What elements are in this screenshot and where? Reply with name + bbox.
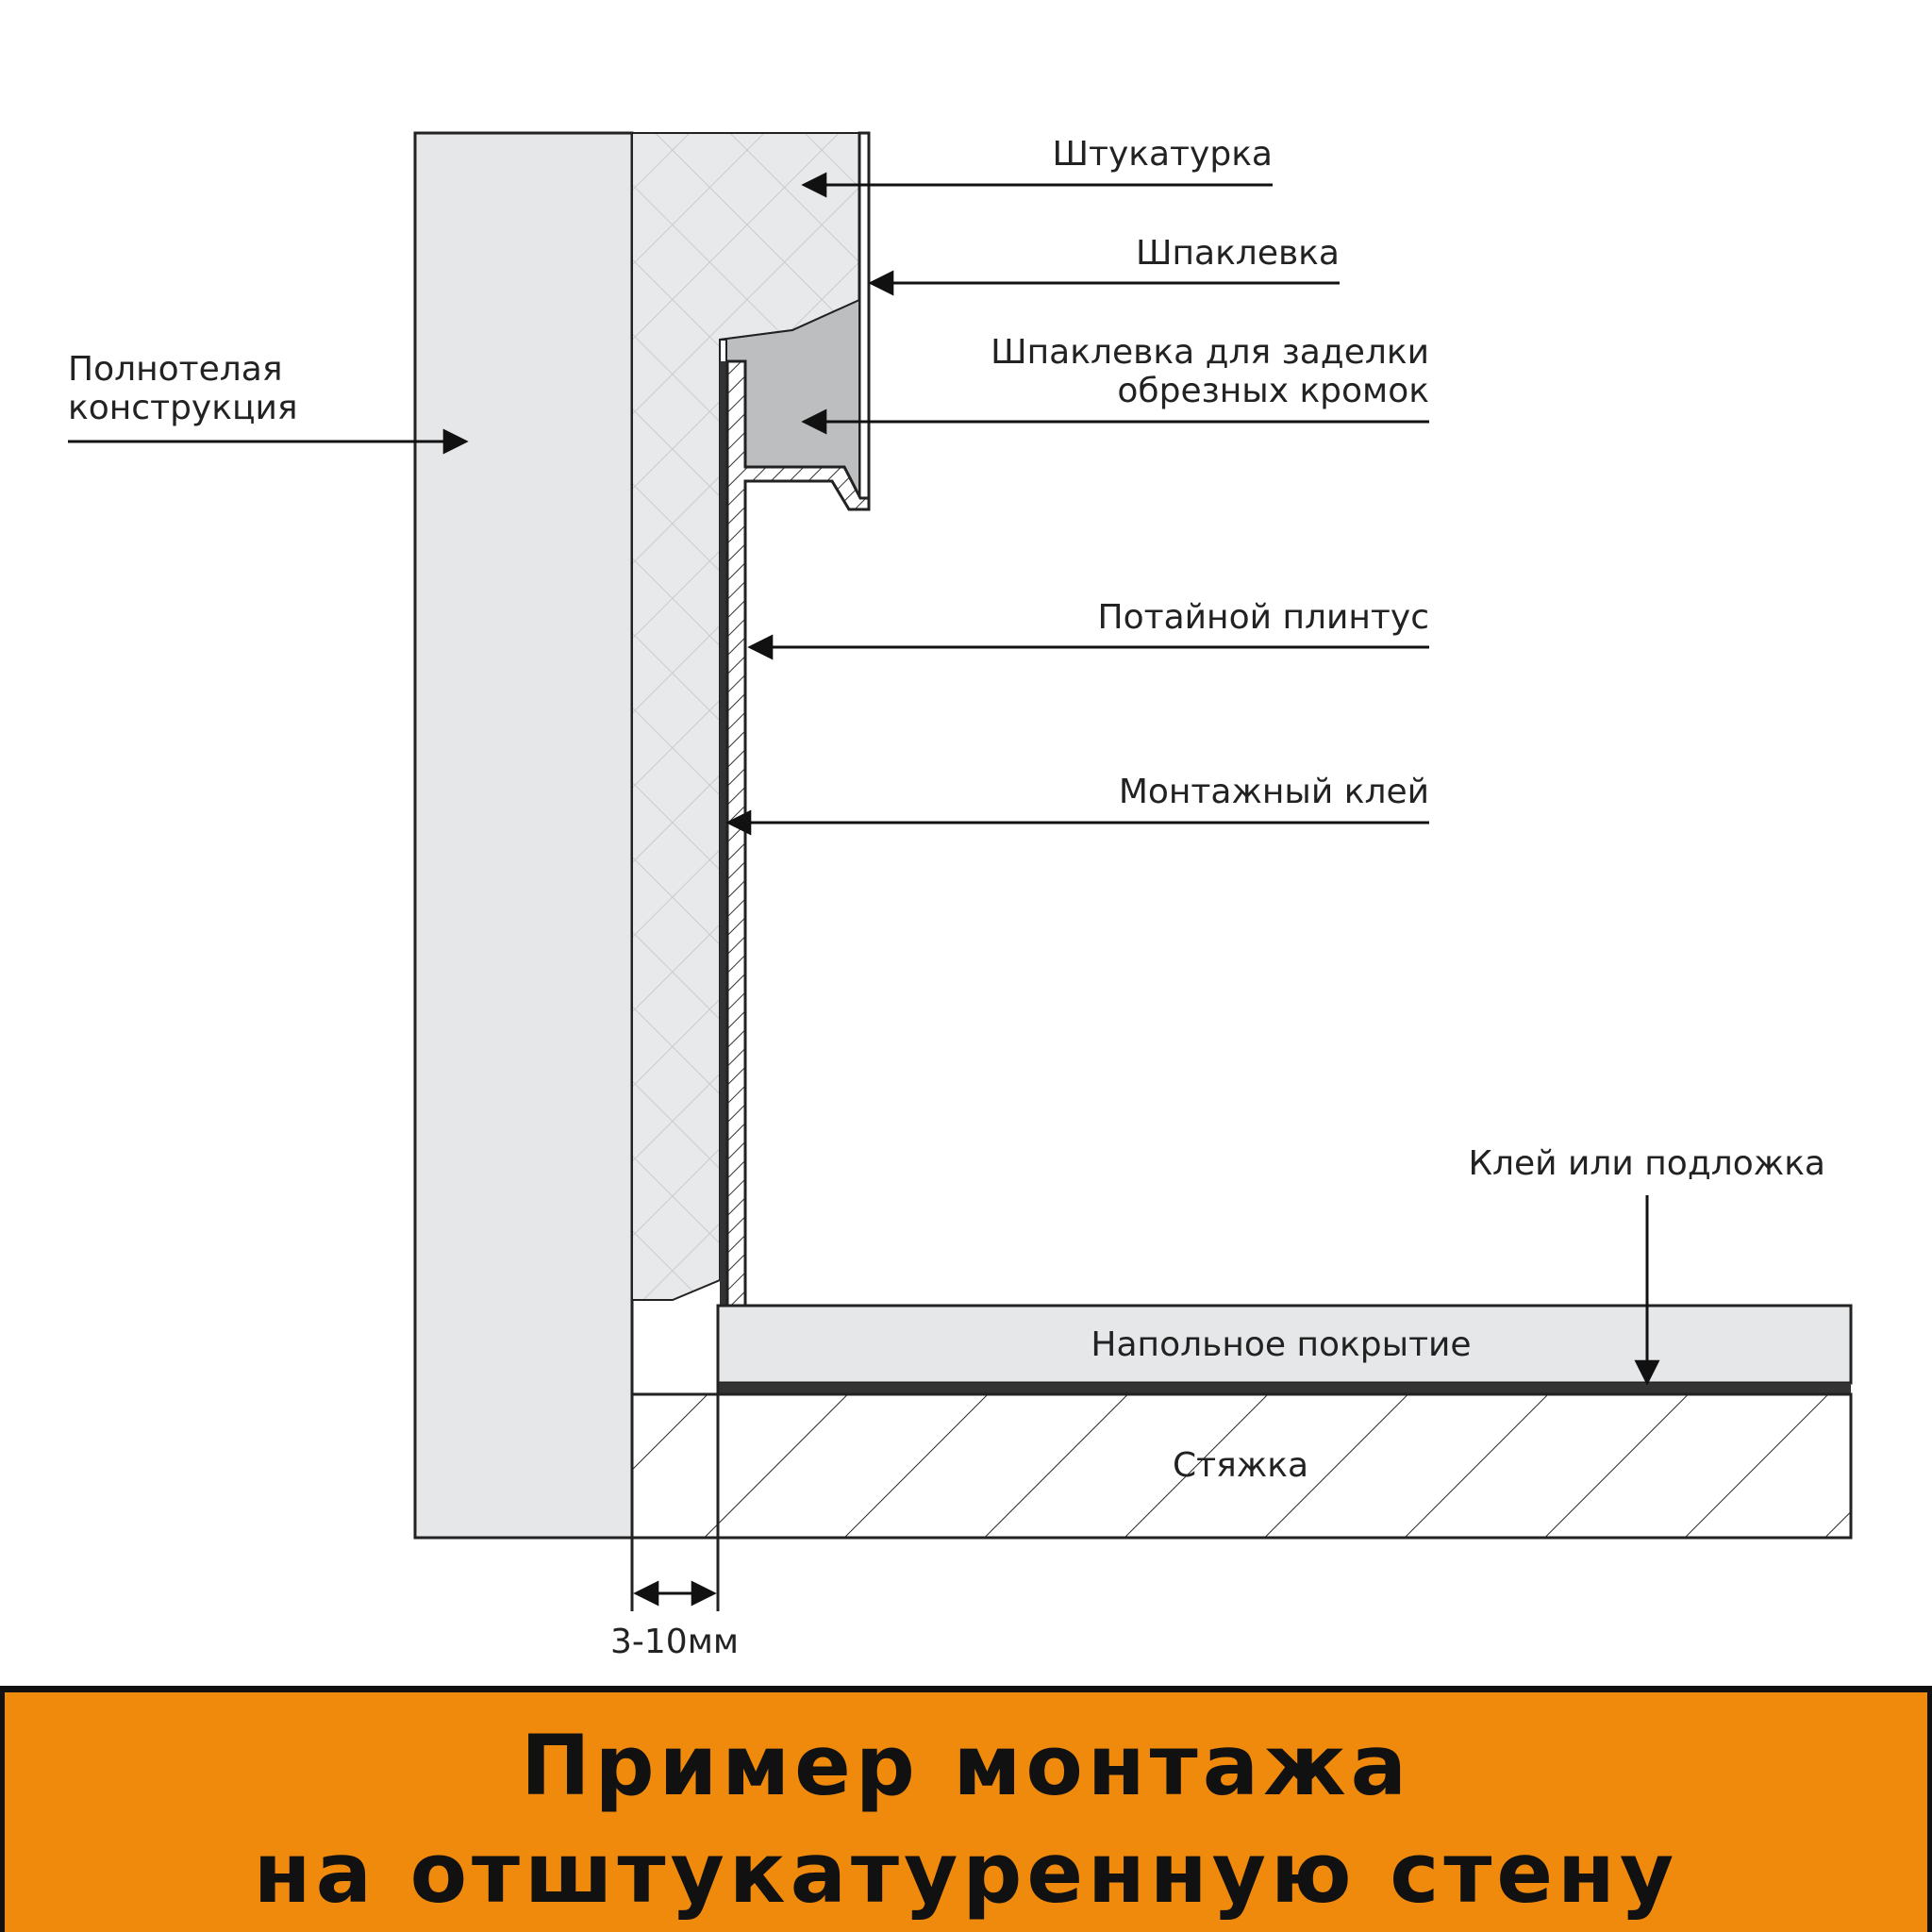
- caption-banner: Пример монтажа на отштукатуренную стену: [0, 1686, 1932, 1932]
- label-mounting-glue: Монтажный клей: [1119, 773, 1429, 811]
- gap-dimension-label: 3-10мм: [610, 1623, 739, 1661]
- label-hidden-baseboard: Потайной плинтус: [1098, 598, 1429, 637]
- label-putty: Шпаклевка: [1136, 234, 1340, 273]
- putty-layer: [858, 131, 871, 508]
- caption-line-2: на отштукатуренную стену: [253, 1824, 1679, 1922]
- solid-wall: [413, 131, 634, 1540]
- underlay-layer: [718, 1383, 1851, 1394]
- mounting-glue-layer: [720, 361, 727, 1307]
- label-solid-structure-1: Полнотелая: [68, 350, 283, 389]
- caption-line-1: Пример монтажа: [520, 1717, 1412, 1814]
- label-screed: Стяжка: [1173, 1446, 1308, 1485]
- label-solid-structure-2: конструкция: [68, 389, 298, 427]
- floor-covering: [716, 1304, 1853, 1385]
- label-edge-putty-1: Шпаклевка для заделки: [991, 333, 1429, 372]
- label-plaster: Штукатурка: [1052, 135, 1273, 174]
- hidden-baseboard-profile: [725, 359, 871, 1308]
- installation-diagram: 3-10мм Штукатурка Шпаклевка Шпаклевка дл…: [68, 131, 1853, 1661]
- screed: [630, 1392, 1853, 1540]
- label-edge-putty-2: обрезных кромок: [1117, 372, 1429, 410]
- label-floor-covering: Напольное покрытие: [1091, 1325, 1471, 1364]
- label-glue-or-underlay: Клей или подложка: [1468, 1144, 1825, 1183]
